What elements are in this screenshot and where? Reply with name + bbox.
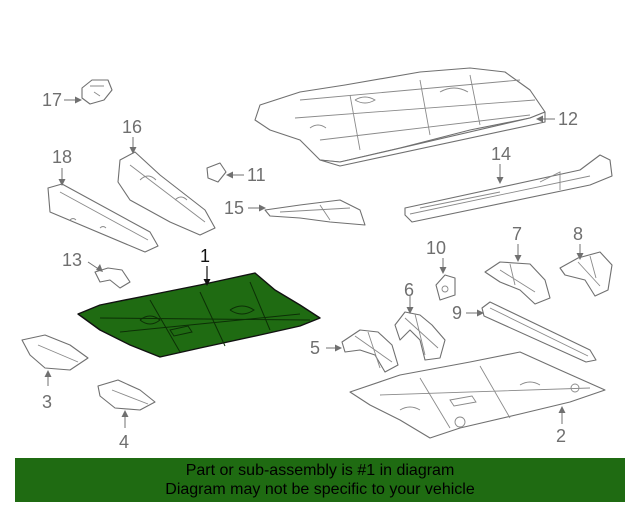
callout-10: 10 [426,238,447,274]
part-13-bracket[interactable] [94,267,131,289]
svg-text:9: 9 [452,303,462,323]
part-17-bracket[interactable] [81,79,113,105]
info-banner: Part or sub-assembly is #1 in diagram Di… [15,458,625,502]
part-3-bracket[interactable] [21,334,89,371]
svg-text:6: 6 [404,280,414,300]
part-8-bracket[interactable] [559,251,613,297]
callout-18: 18 [52,147,72,186]
part-10-mount[interactable] [435,274,456,301]
callout-15: 15 [224,198,266,218]
part-6-support[interactable] [394,311,446,361]
callout-17: 17 [42,90,82,110]
svg-text:4: 4 [119,432,129,452]
callout-2: 2 [556,406,566,446]
part-14-side-rail[interactable] [404,154,613,223]
callout-13: 13 [62,250,103,272]
callout-12: 12 [536,109,578,129]
callout-1: 1 [200,246,211,286]
svg-text:8: 8 [573,224,583,244]
banner-line-1: Part or sub-assembly is #1 in diagram [185,462,455,479]
part-5-support[interactable] [341,329,399,373]
svg-text:1: 1 [200,246,210,266]
svg-text:15: 15 [224,198,244,218]
svg-text:14: 14 [491,144,511,164]
part-11-clip[interactable] [206,162,227,183]
callout-4: 4 [119,410,129,452]
svg-text:16: 16 [122,117,142,137]
callout-6: 6 [404,280,414,314]
svg-text:2: 2 [556,426,566,446]
callout-5: 5 [310,338,342,358]
part-15-extension[interactable] [264,199,366,226]
part-7-bracket[interactable] [484,261,551,305]
callout-16: 16 [122,117,142,154]
svg-text:17: 17 [42,90,62,110]
parts-diagram: 12 14 17 18 16 [21,67,613,452]
svg-text:10: 10 [426,238,446,258]
svg-text:3: 3 [42,392,52,412]
callout-14: 14 [491,144,511,184]
callout-8: 8 [573,224,584,260]
callout-7: 7 [512,224,522,262]
callout-3: 3 [42,370,52,412]
part-1-floor-pan-highlighted[interactable] [77,272,321,358]
svg-text:13: 13 [62,250,82,270]
part-12-floor-pan-upper[interactable] [254,67,546,167]
part-2-rear-floor-pan[interactable] [349,351,606,439]
callout-11: 11 [226,165,266,185]
svg-text:11: 11 [247,165,266,185]
callout-9: 9 [452,303,484,323]
svg-text:7: 7 [512,224,522,244]
banner-line-2: Diagram may not be specific to your vehi… [165,481,475,498]
svg-text:12: 12 [558,109,578,129]
svg-text:5: 5 [310,338,320,358]
part-9-bar[interactable] [481,301,597,363]
part-16-reinforcement[interactable] [117,151,216,236]
svg-text:18: 18 [52,147,72,167]
part-4-bracket[interactable] [97,379,156,411]
